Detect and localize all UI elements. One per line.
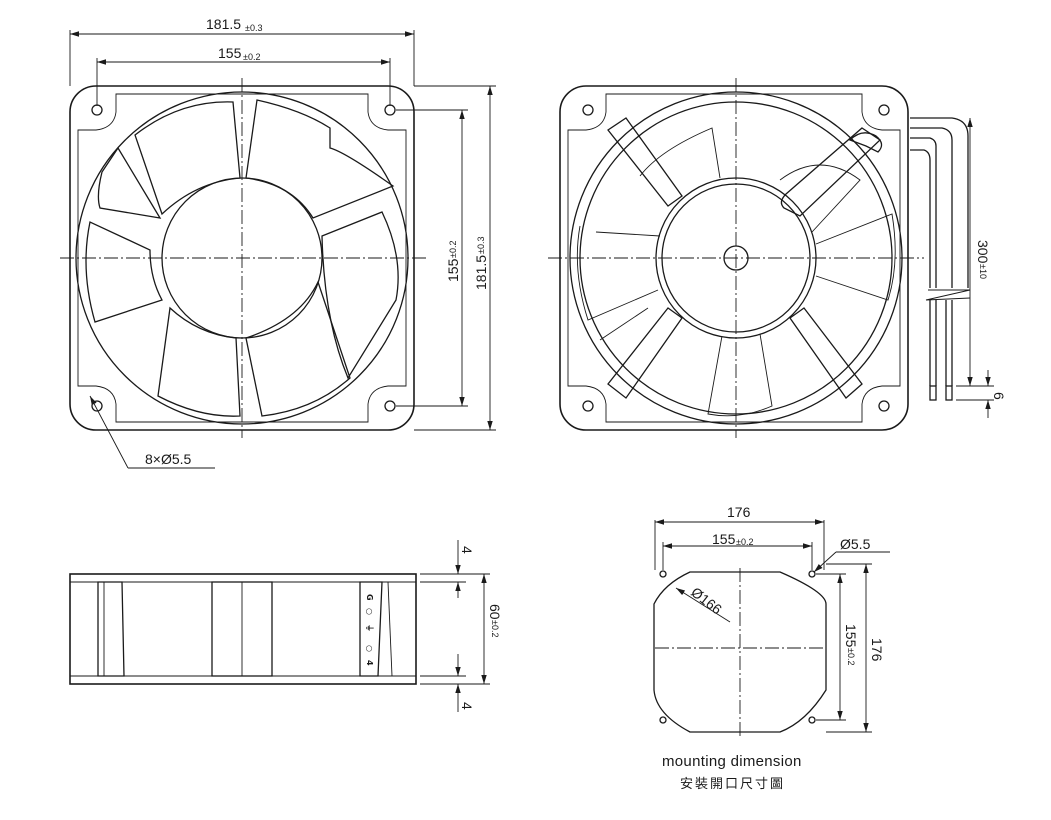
front-holes-label: 8×Ø5.5 [145,451,192,467]
rear-hole-bl [582,400,594,412]
depth-value: 60 [487,604,503,620]
mount-pitch-h-tol: ±0.2 [846,648,856,665]
label-mark: 4 [365,660,374,666]
holes-leader [89,395,129,469]
mounting-cutout [653,571,827,733]
front-pitch-h-tol: ±0.2 [448,241,458,258]
mount-width-value: 176 [727,504,751,520]
terminal-label: G ○ ⏚ ○ 4 [365,594,374,666]
rear-hole-br [878,400,890,412]
label-mark: G [365,594,374,601]
cutout-leader [675,587,731,623]
hole-leader [813,551,837,573]
lead-length-tol: ±10 [978,264,988,279]
rear-hole-tr [878,104,890,116]
mount-hole-label: Ø5.5 [840,536,871,552]
mounting-caption-cn: 安裝開口尺寸圖 [680,777,785,792]
front-pitch-value: 155 [218,45,242,61]
mount-hole-br [808,716,816,724]
front-width-tol: ±0.3 [245,23,262,33]
rear-hole-tl [582,104,594,116]
label-mark: ○ [365,608,374,615]
side-body [69,573,417,685]
wire-strip-2 [945,385,953,401]
mount-height-value: 176 [869,638,885,662]
label-mark: ⏚ [365,624,374,632]
side-rib-right [359,581,383,677]
flange-top-value: 4 [459,546,475,554]
rear-blades [576,127,896,417]
rear-frame-inner [567,93,901,423]
lead-strip-value: 6 [991,392,1007,400]
rear-view: 300 ±10 6 [548,78,1007,438]
mounting-view: 176 155 ±0.2 Ø5.5 Ø166 155 ±0.2 176 [653,504,890,792]
mount-hole-tr [808,570,816,578]
front-hole-tr [384,104,396,116]
lead-length-value: 300 [975,240,991,264]
label-mark: ○ [365,645,374,652]
front-frame-inner [77,93,407,423]
mount-pitch-h-value: 155 [843,624,859,648]
front-impeller-blades [85,99,399,417]
side-view: G ○ ⏚ ○ 4 4 4 60 ±0.2 [69,540,503,712]
mounting-caption-en: mounting dimension [662,753,802,770]
mount-hole-tl [659,570,667,578]
wire-strip-1 [929,385,937,401]
cutout-dia-label: Ø166 [688,584,725,618]
side-rib-left [97,581,125,677]
mount-pitch-value: 155 [712,531,736,547]
front-pitch-h-value: 155 [445,258,461,282]
front-height-tol: ±0.3 [476,237,486,254]
lead-wires [910,117,971,401]
front-pitch-tol: ±0.2 [243,52,260,62]
side-rib-line [387,581,393,677]
flange-bottom-value: 4 [459,702,475,710]
mount-hole-bl [659,716,667,724]
front-hole-bl [91,400,103,412]
front-width-value: 181.5 [206,16,241,32]
front-hole-tl [91,104,103,116]
front-hole-br [384,400,396,412]
mount-pitch-tol: ±0.2 [736,537,753,547]
front-view: 181.5 ±0.3 155 ±0.2 155 ±0.2 181.5 ±0.3 … [60,16,496,469]
front-height-value: 181.5 [473,255,489,290]
depth-tol: ±0.2 [490,620,500,637]
